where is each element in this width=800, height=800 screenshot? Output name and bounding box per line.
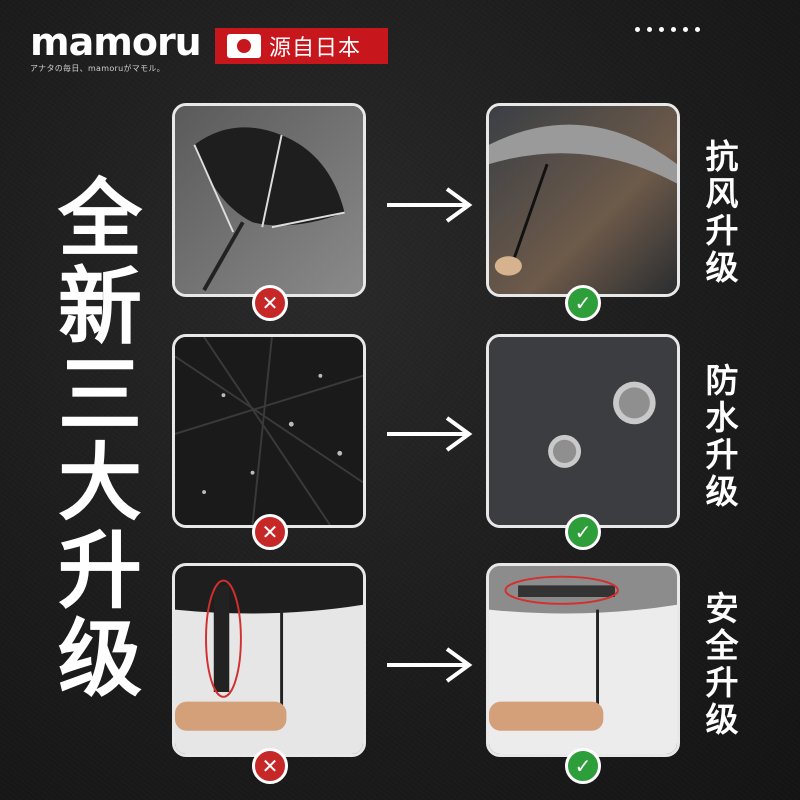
panel-water-after (486, 334, 680, 528)
brand-logo: mamoru アナタの毎日、mamoruがマモル。 (30, 20, 202, 74)
panel-water-before (172, 334, 366, 528)
cross-icon: ✕ (252, 514, 288, 550)
headline-char: 级 (57, 609, 142, 708)
label-water-upgrade: 防 水 升 级 (705, 361, 739, 511)
arrow-right-icon (387, 187, 473, 223)
check-icon: ✓ (565, 514, 601, 550)
panel-safety-before (172, 563, 366, 757)
panel-wind-after (486, 103, 680, 297)
arrow-right-icon (387, 416, 473, 452)
cross-icon: ✕ (252, 748, 288, 784)
origin-badge-text: 源自日本 (269, 36, 362, 61)
menu-dots (635, 27, 700, 32)
panel-safety-after (486, 563, 680, 757)
headline-char: 全 (57, 169, 142, 268)
check-icon: ✓ (565, 748, 601, 784)
panel-wind-before (172, 103, 366, 297)
brand-tagline: アナタの毎日、mamoruがマモル。 (30, 64, 165, 73)
label-safety-upgrade: 安 全 升 级 (705, 589, 739, 739)
flag-icon (227, 34, 261, 58)
headline: 全 新 三 大 升 级 (50, 175, 150, 703)
check-icon: ✓ (565, 285, 601, 321)
headline-char: 大 (57, 433, 142, 532)
arrow-right-icon (387, 647, 473, 683)
cross-icon: ✕ (252, 285, 288, 321)
origin-badge: 源自日本 (215, 28, 388, 64)
brand-name: mamoru (30, 20, 202, 64)
label-wind-upgrade: 抗 风 升 级 (705, 137, 739, 287)
headline-char: 新 (57, 257, 142, 356)
headline-char: 升 (57, 521, 142, 620)
headline-char: 三 (57, 345, 142, 444)
